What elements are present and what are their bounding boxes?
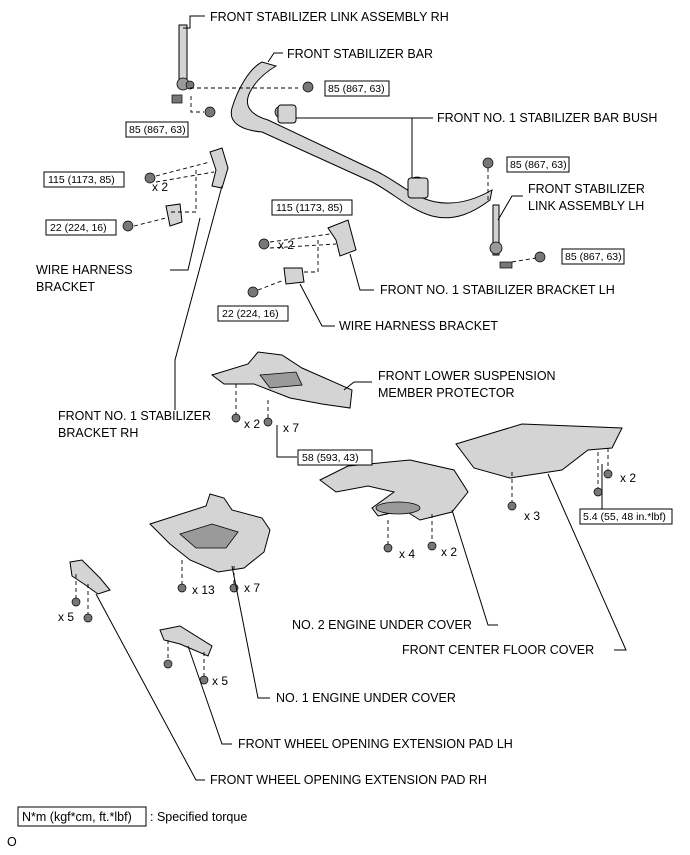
qty-no1-cover-clips: x 7 xyxy=(244,581,260,595)
label-front-center-floor-cover: FRONT CENTER FLOOR COVER xyxy=(402,643,594,657)
torque-box-1 xyxy=(324,80,390,97)
legend-unit: N*m (kgf*cm, ft.*lbf) xyxy=(22,810,132,824)
torque-value-8: 22 (224, 16) xyxy=(222,308,279,320)
label-wire-harness-bracket-rh-line1: WIRE HARNESS xyxy=(36,263,133,277)
front-lower-suspension-member-protector xyxy=(210,351,353,427)
label-front-wheel-opening-pad-lh: FRONT WHEEL OPENING EXTENSION PAD LH xyxy=(238,737,513,751)
label-front-stabilizer-link-assembly-rh: FRONT STABILIZER LINK ASSEMBLY RH xyxy=(210,10,449,24)
label-wire-harness-bracket-rh-line2: BRACKET xyxy=(36,280,95,294)
label-front-stabilizer-bar: FRONT STABILIZER BAR xyxy=(287,47,433,61)
stabilizer-bracket-rh xyxy=(122,147,229,232)
footer-mark: O xyxy=(7,835,17,849)
torque-box-5 xyxy=(506,156,570,173)
front-wheel-opening-extension-pad-lh xyxy=(159,625,213,685)
torque-box-9 xyxy=(297,449,373,466)
torque-value-7: 85 (867, 63) xyxy=(565,251,622,263)
qty-pad-lh-clips: x 5 xyxy=(212,674,228,688)
qty-floor-cover-bolts: x 2 xyxy=(620,471,636,485)
torque-value-6: 115 (1173, 85) xyxy=(276,202,343,214)
front-stabilizer-bar xyxy=(230,61,493,219)
front-center-floor-cover xyxy=(455,423,623,511)
stabilizer-bracket-lh xyxy=(247,219,357,298)
label-front-no1-stabilizer-bracket-rh-line2: BRACKET RH xyxy=(58,426,138,440)
qty-pad-rh-clips: x 5 xyxy=(58,610,74,624)
label-wire-harness-bracket-lh: WIRE HARNESS BRACKET xyxy=(339,319,498,333)
label-front-no1-stabilizer-bracket-lh: FRONT NO. 1 STABILIZER BRACKET LH xyxy=(380,283,615,297)
label-no1-engine-under-cover: NO. 1 ENGINE UNDER COVER xyxy=(276,691,456,705)
qty-stab-bracket-rh-bolts: x 2 xyxy=(152,180,168,194)
torque-box-7 xyxy=(561,248,625,265)
qty-no2-cover-bolts: x 4 xyxy=(399,547,415,561)
torque-value-4: 22 (224, 16) xyxy=(50,222,107,234)
part-labels: FRONT STABILIZER LINK ASSEMBLY RH FRONT … xyxy=(36,10,657,787)
legend-unit-box xyxy=(17,806,147,827)
torque-value-1: 85 (867, 63) xyxy=(328,83,385,95)
torque-box-6 xyxy=(271,199,353,216)
torque-box-2 xyxy=(125,121,189,138)
no2-engine-under-cover xyxy=(319,459,469,553)
torque-box-3 xyxy=(43,171,125,188)
fastener-guide-lines xyxy=(75,87,609,676)
qty-stab-bracket-lh-bolts: x 2 xyxy=(278,238,294,252)
torque-value-9: 58 (593, 43) xyxy=(302,452,359,464)
label-front-wheel-opening-pad-rh: FRONT WHEEL OPENING EXTENSION PAD RH xyxy=(210,773,487,787)
torque-box-10 xyxy=(579,508,673,525)
label-front-lower-suspension-line2: MEMBER PROTECTOR xyxy=(378,386,515,400)
label-front-stabilizer-link-lh-line1: FRONT STABILIZER xyxy=(528,182,645,196)
qty-floor-cover-clips: x 3 xyxy=(524,509,540,523)
no1-engine-under-cover xyxy=(149,493,271,593)
label-front-no1-stabilizer-bracket-rh-line1: FRONT NO. 1 STABILIZER xyxy=(58,409,211,423)
stabilizer-link-lh xyxy=(482,157,546,269)
quantity-markers: x 2 x 2 x 2 x 7 x 2 x 3 x 4 x 2 x 13 x 7… xyxy=(58,180,636,688)
torque-value-5: 85 (867, 63) xyxy=(510,159,567,171)
legend-text: : Specified torque xyxy=(150,810,247,824)
leader-lines xyxy=(95,15,627,781)
qty-no2-cover-clips: x 2 xyxy=(441,545,457,559)
torque-specs: 85 (867, 63) 85 (867, 63) 115 (1173, 85)… xyxy=(43,80,673,525)
label-no2-engine-under-cover: NO. 2 ENGINE UNDER COVER xyxy=(292,618,472,632)
label-front-lower-suspension-line1: FRONT LOWER SUSPENSION xyxy=(378,369,556,383)
label-front-stabilizer-link-lh-line2: LINK ASSEMBLY LH xyxy=(528,199,644,213)
stabilizer-link-rh xyxy=(171,24,216,118)
torque-box-4 xyxy=(45,219,117,236)
torque-legend: N*m (kgf*cm, ft.*lbf) : Specified torque xyxy=(17,806,247,827)
torque-value-3: 115 (1173, 85) xyxy=(48,174,115,186)
qty-protector-bolts-b: x 7 xyxy=(283,421,299,435)
label-front-no1-stabilizer-bar-bush: FRONT NO. 1 STABILIZER BAR BUSH xyxy=(437,111,657,125)
torque-value-2: 85 (867, 63) xyxy=(129,124,186,136)
torque-value-10: 5.4 (55, 48 in.*lbf) xyxy=(583,511,666,523)
qty-protector-bolts-a: x 2 xyxy=(244,417,260,431)
qty-no1-cover-bolts: x 13 xyxy=(192,583,215,597)
front-wheel-opening-extension-pad-rh xyxy=(69,559,111,623)
torque-box-8 xyxy=(217,305,289,322)
